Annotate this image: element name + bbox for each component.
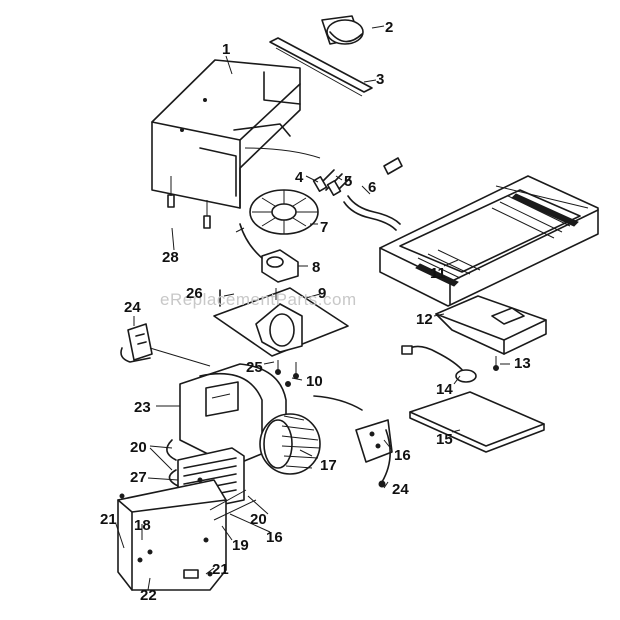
part-power-cable — [343, 195, 401, 231]
callout-5: 5 — [344, 173, 352, 190]
callout-21-left: 21 — [100, 511, 117, 528]
part-plate-screws — [275, 360, 299, 387]
callout-17: 17 — [320, 457, 337, 474]
callout-11: 11 — [430, 265, 446, 282]
callout-2: 2 — [385, 19, 393, 36]
part-lens — [409, 391, 545, 453]
callout-24-upper: 24 — [124, 299, 141, 316]
part-grille — [379, 175, 599, 307]
callout-28: 28 — [162, 249, 179, 266]
callout-21-right: 21 — [212, 561, 229, 578]
part-housing — [151, 59, 321, 209]
callout-12: 12 — [416, 311, 433, 328]
callout-26: 26 — [186, 285, 203, 302]
part-lamp-socket — [401, 345, 477, 383]
part-motor — [235, 223, 299, 283]
callout-19: 19 — [232, 537, 249, 554]
part-heater-housing — [117, 477, 257, 591]
watermark: eReplacementParts.com — [160, 290, 357, 309]
callout-23: 23 — [134, 399, 151, 416]
part-wire-connectors — [312, 157, 403, 196]
callout-3: 3 — [376, 71, 384, 88]
callout-14: 14 — [436, 381, 453, 398]
callout-7: 7 — [320, 219, 328, 236]
part-motor-plate — [213, 287, 349, 357]
callout-16-lower: 16 — [266, 529, 283, 546]
callout-20-upper: 20 — [130, 439, 147, 456]
callout-numbers: 1 2 3 4 5 6 7 8 9 10 11 12 13 14 15 16 1… — [100, 19, 531, 604]
callout-1: 1 — [222, 41, 230, 58]
callout-25: 25 — [246, 359, 263, 376]
callout-18: 18 — [134, 517, 151, 534]
part-duct-connector — [321, 15, 364, 45]
callout-4: 4 — [295, 169, 304, 186]
part-side-bracket — [313, 395, 393, 488]
part-wire-harness — [166, 439, 179, 487]
part-screw — [493, 356, 499, 371]
part-blower-wheel — [259, 413, 321, 475]
callout-22: 22 — [140, 587, 157, 604]
part-mounting-screws — [167, 176, 211, 229]
callout-9: 9 — [318, 285, 326, 302]
callout-20-lower: 20 — [250, 511, 267, 528]
callout-27: 27 — [130, 469, 147, 486]
callout-10: 10 — [306, 373, 323, 390]
part-receptacle — [120, 323, 211, 367]
callout-8: 8 — [312, 259, 320, 276]
callout-24-lower: 24 — [392, 481, 409, 498]
part-light-housing — [435, 295, 547, 355]
callout-13: 13 — [514, 355, 531, 372]
part-fan-wheel — [249, 189, 319, 235]
callout-16-upper: 16 — [394, 447, 411, 464]
part-mounting-rail — [269, 37, 373, 97]
callout-15: 15 — [436, 431, 453, 448]
callout-6: 6 — [368, 179, 376, 196]
leader-lines — [115, 25, 510, 591]
